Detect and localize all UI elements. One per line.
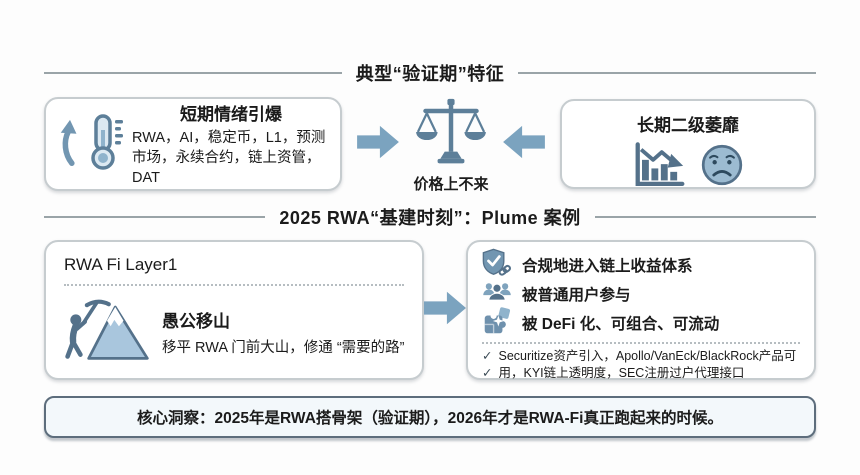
check-text-2: 用，KYI链上透明度，SEC注册过户代理接口 [498,365,745,380]
layer1-divider [64,284,404,286]
layer1-description: 移平 RWA 门前大山，修通 “需要的路” [162,339,405,356]
rwafi-layer1-header: RWA Fi Layer1 [64,255,178,274]
layer1-texts: 愚公移山 移平 RWA 门前大山，修通 “需要的路” [162,307,404,357]
short-term-title: 短期情绪引爆 [180,105,282,124]
layer1-body: 愚公移山 移平 RWA 门前大山，修通 “需要的路” [64,296,404,367]
benefits-box: 合规地进入链上收益体系 被普通用户参与 [466,240,816,380]
price-caption: 价格上不来 [413,176,489,193]
puzzle-icon [482,306,512,341]
benefits-divider [482,342,800,344]
thermometer-icon [84,112,126,177]
users-icon [482,281,512,308]
top-section-title: 典型“验证期”特征 [355,64,505,84]
check-row-1: ✓ Securitize资产引入，Apollo/VanEck/BlackRock… [482,348,800,365]
mountain-mover-icon [64,296,150,367]
benefit-row-defi: 被 DeFi 化、可组合、可流动 [482,306,800,337]
checkmark-icon: ✓ [482,365,493,380]
header-rule-left [44,72,342,74]
plume-case-row: RWA Fi Layer1 [44,239,816,381]
top-section-header: 典型“验证期”特征 [44,60,816,86]
shield-check-icon [482,248,512,283]
up-arrow-icon [58,115,82,174]
check-text-1: Securitize资产引入，Apollo/VanEck/BlackRock产品… [498,349,797,363]
arrow-right-icon [424,288,466,333]
arrow-left-icon [503,123,546,166]
benefit-row-users: 被普通用户参与 [482,280,800,308]
benefit-text-compliance: 合规地进入链上收益体系 [522,258,693,275]
header-rule-right [518,72,816,74]
mid-rule-right [594,216,817,218]
verification-period-row: 短期情绪引爆 RWA，AI，稳定币，L1，预测市场，永续合约，链上资管，DAT [44,94,816,194]
rwafi-layer1-box: RWA Fi Layer1 [44,240,424,380]
mid-section-header: 2025 RWA“基建时刻”：Plume 案例 [44,204,817,230]
short-term-hype-box: 短期情绪引爆 RWA，AI，稳定币，L1，预测市场，永续合约，链上资管，DAT [44,97,342,191]
secondary-weakness-title: 长期二级萎靡 [636,116,739,135]
mid-section-title: 2025 RWA“基建时刻”：Plume 案例 [279,208,581,228]
benefit-text-users: 被普通用户参与 [522,287,631,304]
secondary-weakness-icons [562,141,814,194]
declining-chart-icon [632,141,688,194]
short-term-texts: 短期情绪引爆 RWA，AI，稳定币，L1，预测市场，永续合约，链上资管，DAT [126,100,330,188]
core-insight-text: 核心洞察：2025年是RWA搭骨架（验证期），2026年才是RWA-Fi真正跑起… [137,410,723,427]
price-balance-group: 价格上不来 [413,98,488,194]
benefit-row-compliance: 合规地进入链上收益体系 [482,248,800,279]
core-insight-banner: 核心洞察：2025年是RWA搭骨架（验证期），2026年才是RWA-Fi真正跑起… [44,396,816,438]
mid-rule-left [44,216,266,218]
balance-scale-icon [415,98,487,171]
sad-face-icon [700,143,744,192]
short-term-body: RWA，AI，稳定币，L1，预测市场，永续合约，链上资管，DAT [132,130,326,186]
layer1-subtitle: 愚公移山 [162,311,230,331]
benefit-text-defi: 被 DeFi 化、可组合、可流动 [522,316,720,333]
short-term-icons [58,112,126,177]
arrow-right-icon [356,123,399,166]
secondary-weakness-box: 长期二级萎靡 [559,99,816,189]
infographic-content: 典型“验证期”特征 [44,0,817,438]
check-row-2: ✓ 用，KYI链上透明度，SEC注册过户代理接口 [482,365,800,382]
checkmark-icon: ✓ [482,349,493,363]
